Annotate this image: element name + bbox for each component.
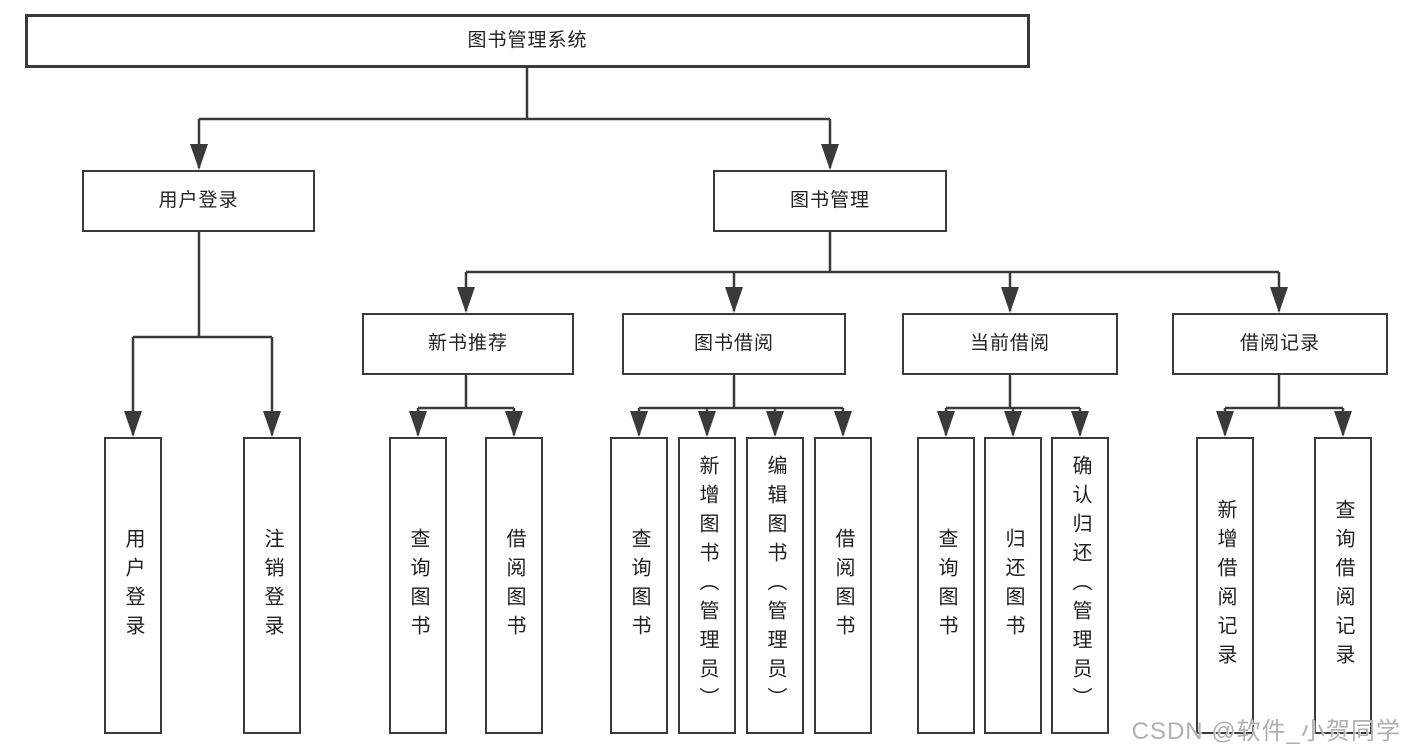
node-book-borrow: 图书借阅 (622, 313, 846, 375)
leaf-add-book-admin: 新增图书（管理员） (678, 437, 736, 734)
node-book-management: 图书管理 (713, 170, 947, 232)
connector-lines (131, 66, 1345, 435)
watermark: CSDN @软件_小贺同学 (1131, 718, 1401, 745)
leaf-add-borrow-record: 新增借阅记录 (1196, 437, 1254, 734)
leaf-return-book: 归还图书 (984, 437, 1042, 734)
leaf-logout: 注销登录 (243, 437, 301, 734)
arrowhead-icons (124, 144, 1352, 437)
leaf-query-book-recommend: 查询图书 (389, 437, 447, 734)
leaf-borrow-book: 借阅图书 (814, 437, 872, 734)
leaf-query-book-current: 查询图书 (917, 437, 975, 734)
node-user-login: 用户登录 (82, 170, 315, 232)
leaf-borrow-book-recommend: 借阅图书 (485, 437, 543, 734)
leaf-confirm-return-admin: 确认归还（管理员） (1051, 437, 1109, 734)
node-new-book-recommend: 新书推荐 (362, 313, 574, 375)
leaf-edit-book-admin: 编辑图书（管理员） (746, 437, 804, 734)
leaf-user-login: 用户登录 (104, 437, 162, 734)
leaf-query-book-borrow: 查询图书 (610, 437, 668, 734)
node-borrow-records: 借阅记录 (1172, 313, 1388, 375)
node-current-borrow: 当前借阅 (902, 313, 1118, 375)
leaf-query-borrow-record: 查询借阅记录 (1314, 437, 1372, 734)
node-root: 图书管理系统 (25, 14, 1030, 68)
